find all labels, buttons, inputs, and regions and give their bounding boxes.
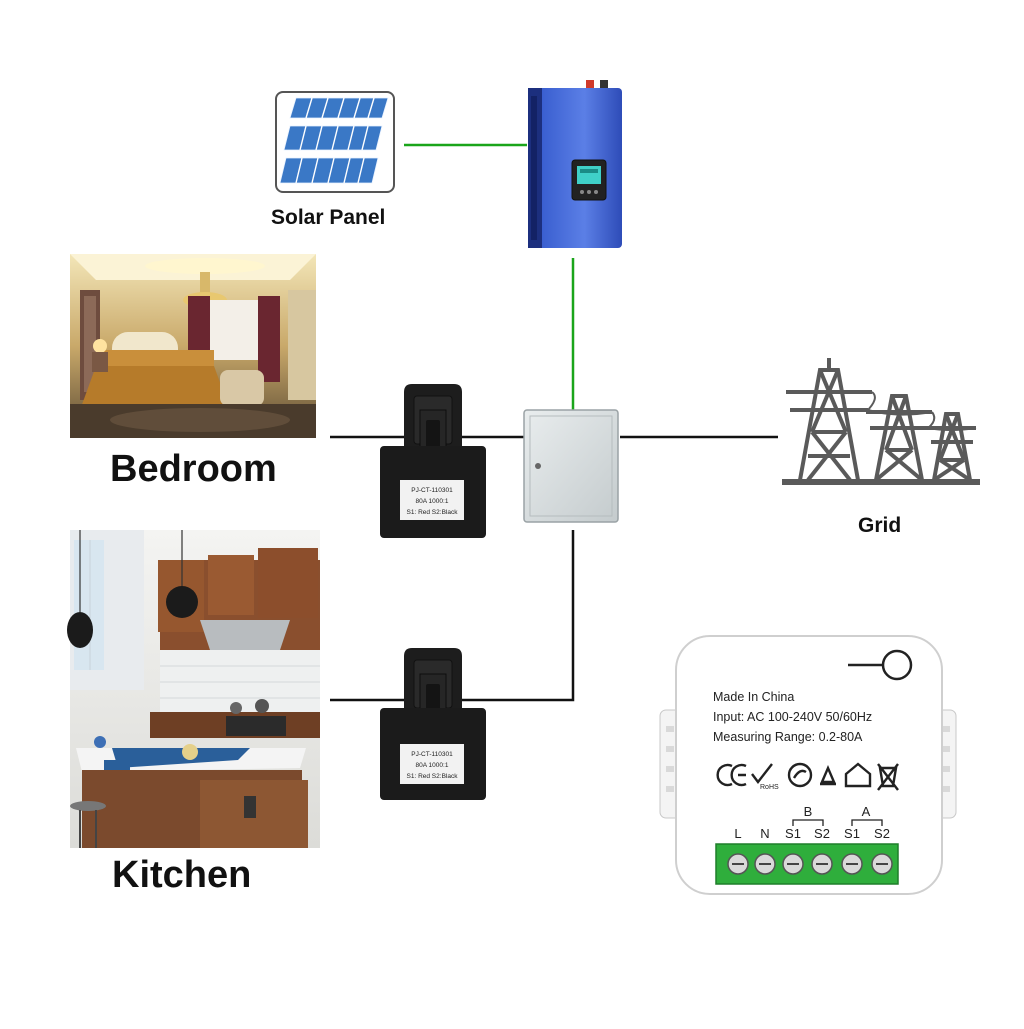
ct-model-label: PJ-CT-110301: [411, 751, 453, 758]
ct-model-label: PJ-CT-110301: [411, 487, 453, 494]
bedroom-photo: [70, 254, 316, 438]
certification-marks: [716, 762, 899, 791]
svg-text:RoHS: RoHS: [760, 784, 779, 791]
grid-pylons-icon: [782, 358, 980, 485]
bedroom-label: Bedroom: [110, 448, 277, 490]
terminal-label: S1: [844, 826, 860, 841]
grid-label: Grid: [858, 514, 902, 537]
rohs-check-icon: [751, 763, 773, 784]
meter-origin-text: Made In China: [713, 690, 794, 704]
channel-b-label: B: [804, 804, 813, 819]
ct-wires-label: S1: Red S2:Black: [407, 509, 459, 516]
terminal-label: N: [760, 826, 769, 841]
terminal-label: L: [734, 826, 741, 841]
kitchen-label: Kitchen: [112, 854, 252, 896]
kitchen-photo: [67, 530, 320, 848]
solar-panel-icon: [275, 91, 395, 193]
ct-clamp-kitchen: PJ-CT-110301 80A 1000:1 S1: Red S2:Black: [380, 648, 486, 800]
distribution-box-icon: [523, 409, 619, 523]
inverter-icon: [528, 80, 622, 248]
green-dot-icon: [787, 762, 813, 788]
channel-a-label: A: [862, 804, 871, 819]
terminal-label: S2: [874, 826, 890, 841]
terminal-label: S2: [814, 826, 830, 841]
home-icon: [844, 762, 872, 788]
ct-rating-label: 80A 1000:1: [416, 498, 449, 505]
solar-panel-label: Solar Panel: [271, 206, 386, 229]
weee-bin-icon: [877, 763, 899, 791]
terminal-label: S1: [785, 826, 801, 841]
ct-rating-label: 80A 1000:1: [416, 762, 449, 769]
energy-meter-device: Made In China Input: AC 100-240V 50/60Hz…: [659, 635, 957, 895]
ce-mark-icon: [716, 763, 733, 787]
recycle-icon: [820, 764, 836, 786]
meter-input-text: Input: AC 100-240V 50/60Hz: [713, 710, 872, 724]
ct-clamp-bedroom: PJ-CT-110301 80A 1000:1 S1: Red S2:Black: [380, 384, 486, 538]
meter-range-text: Measuring Range: 0.2-80A: [713, 730, 863, 744]
ct-wires-label: S1: Red S2:Black: [407, 773, 459, 780]
